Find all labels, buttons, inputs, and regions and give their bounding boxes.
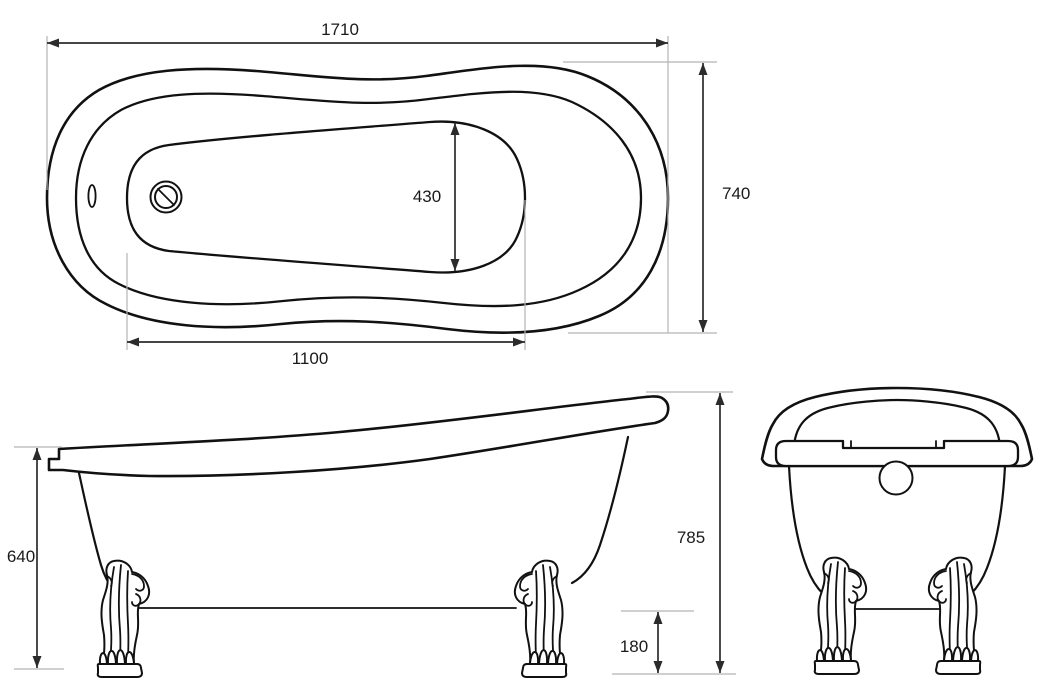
claw-foot: [813, 556, 868, 675]
dimension-overall-length: 1710: [46, 20, 669, 333]
front-rim-band: [774, 439, 1020, 468]
drain-plug-icon: [149, 180, 183, 214]
top-view: 1710 740 430 1100: [45, 20, 750, 368]
claw-foot: [513, 559, 568, 678]
dim-label-ground-clearance: 180: [620, 637, 648, 656]
overflow-hole-icon: [878, 460, 914, 496]
overflow-slot-icon: [87, 184, 97, 208]
dimension-overall-width: 740: [563, 61, 750, 334]
tub-basin-outline: [125, 120, 527, 274]
dimension-basin-length: 1100: [126, 200, 526, 368]
front-view: [760, 386, 1034, 675]
dim-label-overall-width: 740: [722, 184, 750, 203]
front-backrest-inner-curve: [792, 398, 1002, 448]
claw-foot: [927, 556, 982, 675]
side-rim-band: [47, 395, 670, 478]
dimension-rim-height: 640: [7, 446, 64, 670]
dim-label-overall-length: 1710: [321, 20, 359, 39]
dim-label-basin-width: 430: [413, 187, 441, 206]
dim-label-rim-height: 640: [7, 547, 35, 566]
dimension-overall-height: 785: [612, 391, 736, 675]
side-back-wall: [570, 435, 630, 585]
dim-label-overall-height: 785: [677, 528, 705, 547]
dim-label-basin-length: 1100: [292, 349, 329, 368]
dimension-ground-clearance: 180: [620, 610, 694, 673]
dimension-basin-width: 430: [413, 123, 460, 271]
side-view: 640 785 180: [7, 391, 736, 678]
